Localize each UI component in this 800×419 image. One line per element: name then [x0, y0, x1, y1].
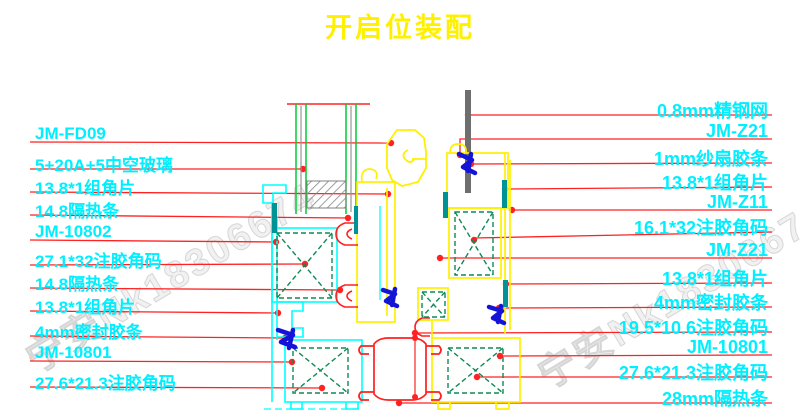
- drawing-title: 开启位装配: [325, 13, 475, 43]
- callout-label-left: 14.8隔热条: [35, 275, 120, 294]
- callout-label-right: 0.8mm精钢网: [656, 101, 768, 121]
- insulated-glass-unit: [287, 103, 370, 214]
- callout-label-right: JM-Z21: [705, 121, 768, 141]
- callout-label-right: 16.1*32注胶角码: [633, 218, 768, 238]
- callout-label-left: 27.1*32注胶角码: [35, 252, 162, 271]
- callout-label-left: 13.8*1组角片: [35, 298, 136, 317]
- callout-label-right: 4mm密封胶条: [653, 293, 768, 313]
- callout-label-left: JM-FD09: [35, 124, 106, 143]
- callout-label-left: 27.6*21.3注胶角码: [35, 374, 176, 393]
- callout-label-left: 13.8*1组角片: [35, 179, 136, 198]
- leader-lines-right: [399, 114, 773, 404]
- stamp-marks: [275, 151, 507, 351]
- callout-label-left: 14.8隔热条: [35, 202, 120, 221]
- glass-spacer-hatch: [306, 180, 347, 209]
- callout-label-right: 13.8*1组角片: [661, 269, 768, 289]
- callout-label-left: JM-10801: [35, 343, 112, 362]
- callout-label-right: 19.5*10.6注胶角码: [618, 318, 768, 338]
- mid-bottom-profile: [358, 337, 442, 401]
- middle-sash-profile: [356, 168, 396, 323]
- handle-profile: [386, 129, 427, 187]
- callout-label-left: 5+20A+5中空玻璃: [35, 156, 173, 175]
- gasket-profiles: [335, 222, 430, 337]
- callout-label-right: JM-Z11: [706, 192, 768, 212]
- callout-label-right: JM-Z21: [705, 240, 768, 260]
- callout-label-right: JM-10801: [686, 337, 768, 357]
- callout-label-left: JM-10802: [35, 222, 112, 241]
- callout-label-left: 4mm密封胶条: [35, 323, 143, 342]
- callout-label-right: 13.8*1组角片: [661, 173, 768, 193]
- left-frame-profile: [262, 184, 363, 410]
- mid-profile-dots: [412, 335, 418, 400]
- steel-mesh-bar: [465, 90, 471, 193]
- callout-label-right: 28mm隔热条: [661, 389, 768, 409]
- leader-lines-left: [29, 141, 392, 389]
- corner-plates: [272, 180, 508, 307]
- callout-label-right: 27.6*21.3注胶角码: [618, 363, 768, 383]
- callout-label-right: 1mm纱扇胶条: [653, 149, 768, 169]
- corner-key-boxes: [276, 211, 504, 394]
